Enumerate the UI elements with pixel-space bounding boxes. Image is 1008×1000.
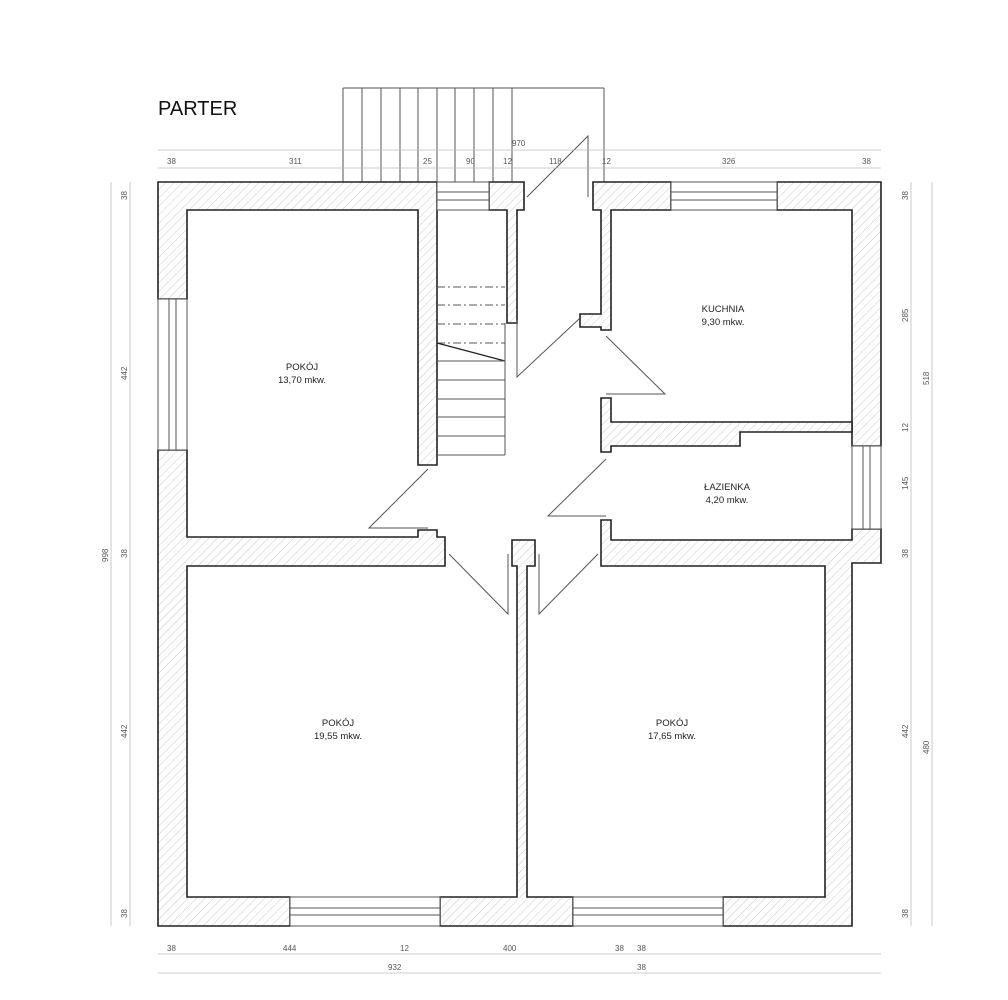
svg-text:38: 38 xyxy=(901,549,910,558)
svg-text:442: 442 xyxy=(120,366,129,380)
svg-text:518: 518 xyxy=(922,371,931,385)
svg-text:38: 38 xyxy=(167,944,176,953)
dimension-bottom: 38 444 12 400 38 38 932 38 xyxy=(158,944,881,974)
dimension-left: 38 442 38 442 38 998 xyxy=(101,182,131,926)
svg-text:145: 145 xyxy=(901,476,910,490)
svg-text:400: 400 xyxy=(503,944,517,953)
plan-title: PARTER xyxy=(158,98,237,120)
svg-text:ŁAZIENKA: ŁAZIENKA xyxy=(704,482,751,493)
svg-text:12: 12 xyxy=(503,157,512,166)
window xyxy=(289,896,441,927)
room-label-living-2: POKÓJ 19,55 mkw. xyxy=(314,718,362,742)
svg-text:285: 285 xyxy=(901,308,910,322)
svg-text:17,65 mkw.: 17,65 mkw. xyxy=(648,731,696,742)
svg-text:KUCHNIA: KUCHNIA xyxy=(702,304,745,315)
svg-text:932: 932 xyxy=(388,963,402,972)
svg-text:38: 38 xyxy=(120,549,129,558)
door-swings xyxy=(367,134,667,616)
svg-text:POKÓJ: POKÓJ xyxy=(286,362,318,373)
window xyxy=(572,896,724,927)
room-label-bathroom: ŁAZIENKA 4,20 mkw. xyxy=(704,482,751,506)
svg-text:POKÓJ: POKÓJ xyxy=(322,718,354,729)
svg-text:442: 442 xyxy=(120,724,129,738)
svg-text:12: 12 xyxy=(901,423,910,432)
svg-text:311: 311 xyxy=(289,157,302,166)
walls xyxy=(157,181,882,927)
svg-text:25: 25 xyxy=(423,157,432,166)
svg-text:444: 444 xyxy=(283,944,297,953)
entrance-steps xyxy=(342,87,605,182)
svg-text:38: 38 xyxy=(637,963,646,972)
svg-text:38: 38 xyxy=(120,191,129,200)
svg-text:9,30 mkw.: 9,30 mkw. xyxy=(702,317,745,328)
svg-text:38: 38 xyxy=(167,157,176,166)
svg-text:90: 90 xyxy=(466,157,475,166)
window xyxy=(851,445,882,530)
svg-text:19,55 mkw.: 19,55 mkw. xyxy=(314,731,362,742)
svg-text:38: 38 xyxy=(615,944,624,953)
svg-text:38: 38 xyxy=(901,191,910,200)
dimension-right: 38 285 12 145 38 442 38 518 480 xyxy=(901,182,933,926)
svg-text:38: 38 xyxy=(637,944,646,953)
window xyxy=(670,181,778,211)
svg-text:12: 12 xyxy=(400,944,409,953)
staircase xyxy=(436,286,506,456)
svg-text:480: 480 xyxy=(922,740,931,754)
svg-text:970: 970 xyxy=(512,139,526,148)
dimension-top: 970 38 311 25 90 12 118 12 326 38 xyxy=(158,139,881,169)
svg-text:118: 118 xyxy=(549,157,562,166)
window xyxy=(436,181,490,211)
svg-text:12: 12 xyxy=(602,157,611,166)
svg-text:4,20 mkw.: 4,20 mkw. xyxy=(706,495,749,506)
svg-text:38: 38 xyxy=(862,157,871,166)
svg-text:38: 38 xyxy=(120,909,129,918)
svg-text:13,70 mkw.: 13,70 mkw. xyxy=(278,375,326,386)
svg-text:326: 326 xyxy=(722,157,736,166)
window xyxy=(157,298,188,451)
svg-text:442: 442 xyxy=(901,724,910,738)
svg-text:38: 38 xyxy=(901,909,910,918)
room-label-living-1: POKÓJ 13,70 mkw. xyxy=(278,362,326,386)
svg-text:POKÓJ: POKÓJ xyxy=(656,718,688,729)
room-label-living-3: POKÓJ 17,65 mkw. xyxy=(648,718,696,742)
room-label-kitchen: KUCHNIA 9,30 mkw. xyxy=(702,304,745,328)
svg-text:998: 998 xyxy=(101,548,110,562)
